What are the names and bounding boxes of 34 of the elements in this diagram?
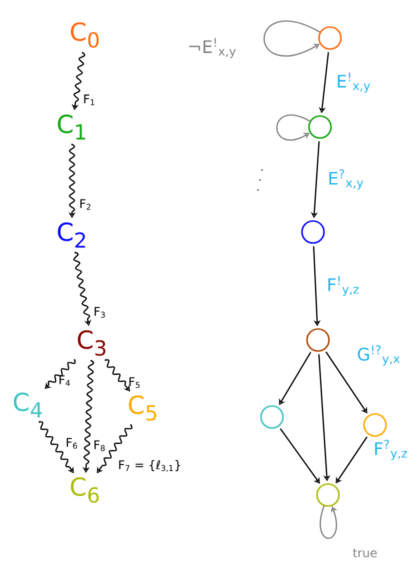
edge-label: ¬E$^{!}$x,y (189, 38, 236, 58)
state-label: C$_{4}$ (14, 392, 42, 418)
edge-label: F$^{!}$y,z (328, 276, 359, 296)
edge-label: true (353, 548, 377, 558)
state-circle (260, 405, 284, 429)
edge-label: F$_{5}$ (129, 377, 140, 388)
edge-label: F$_{3}$ (94, 307, 105, 318)
state-circle (318, 26, 342, 50)
state-label: C$_{2}$ (58, 222, 85, 248)
state-label: C$_{5}$ (128, 395, 156, 421)
state-label: C$_{0}$ (70, 22, 99, 48)
edge-label: F$_{8}$ (94, 440, 105, 452)
arrow (96, 424, 133, 474)
state-label: C$_{6}$ (70, 477, 99, 503)
edge-label: F$_{2}$ (80, 199, 90, 210)
arrow (38, 420, 74, 474)
loop-arrow (320, 505, 338, 539)
edge-label: G$^{!?}$y,x (358, 345, 400, 366)
edge-label: E$^{?}$x,y (329, 169, 364, 190)
state-circle (301, 220, 325, 244)
arrow (44, 358, 76, 389)
edge-label: F$_{1}$ (84, 94, 94, 106)
state-circle (316, 483, 340, 507)
state-label: C$_{1}$ (58, 114, 86, 140)
edge-label: E$^{!}$x,y (338, 72, 370, 93)
edge-label: F$^{?}$y,z (375, 440, 407, 460)
state-circle (306, 328, 330, 352)
state-circle (363, 413, 387, 437)
loop-arrow (264, 20, 320, 57)
edge-label: F$_{7}$ = {ℓ$_{3,1}$} (119, 460, 180, 472)
loop-arrow (276, 114, 310, 141)
state-label: C$_{3}$ (78, 330, 106, 356)
edge-label: F$_{6}$ (66, 438, 78, 449)
state-circle (308, 115, 332, 139)
